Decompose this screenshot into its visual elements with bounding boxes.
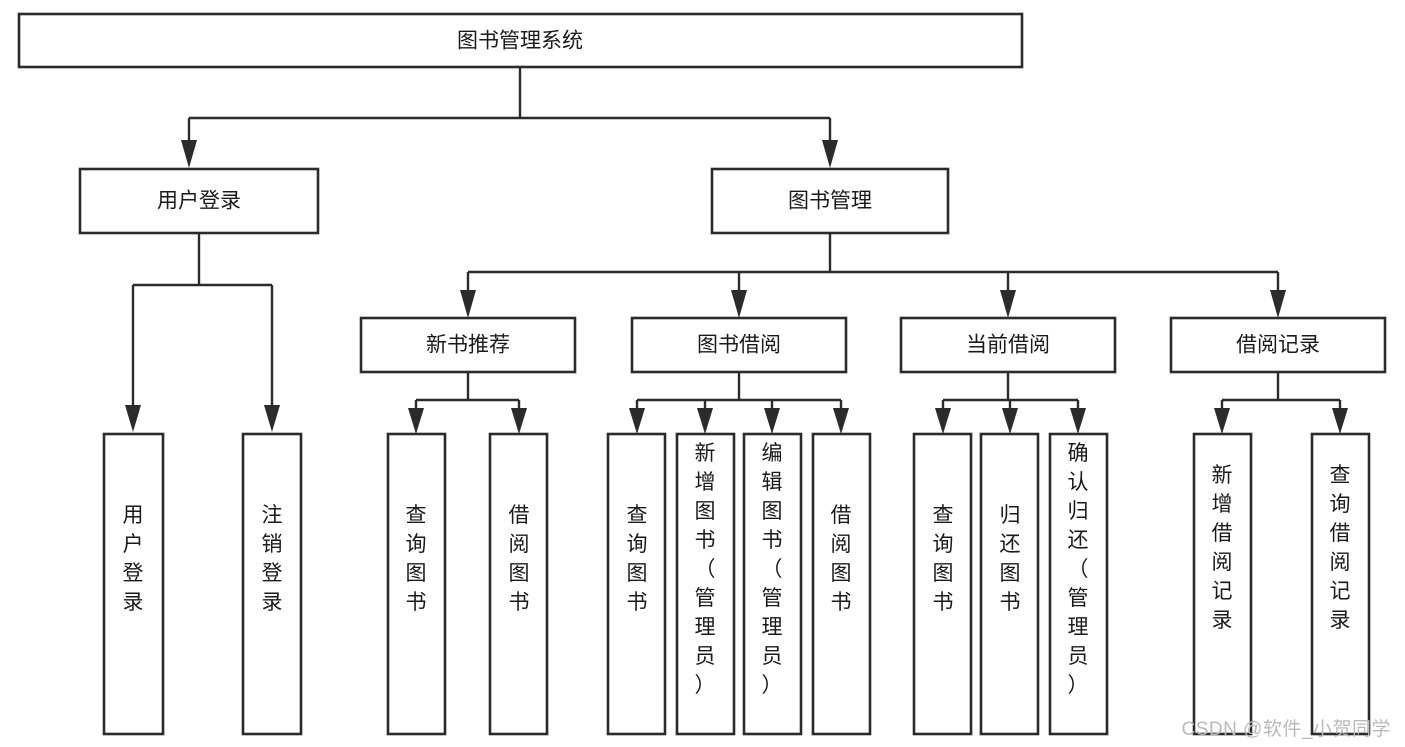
node-leaf-borrow-book-1[interactable]: 借阅图书 — [488, 432, 549, 736]
node-leaf-query-book-3-box[interactable] — [912, 432, 973, 736]
node-user-login-box[interactable] — [78, 167, 320, 235]
arrow-to-new-book-recommend — [460, 290, 476, 318]
node-leaf-add-record-label: 新增借阅记录 — [1212, 464, 1233, 632]
node-leaf-query-book-1-label: 查询图书 — [406, 504, 427, 614]
arrow-to-leaf-edit-book — [764, 408, 780, 434]
node-user-login-label: 用户登录 — [157, 190, 241, 213]
node-book-borrow-box[interactable] — [630, 316, 848, 374]
arrow-to-user-login — [181, 140, 197, 168]
node-book-borrow[interactable]: 图书借阅 — [630, 316, 848, 374]
node-leaf-query-book-2-label: 查询图书 — [627, 504, 648, 614]
node-new-book-recommend-box[interactable] — [359, 316, 577, 374]
arrow-to-leaf-add-record — [1214, 408, 1230, 434]
node-leaf-logout-login[interactable]: 注销登录 — [241, 432, 303, 736]
node-book-manage-box[interactable] — [710, 167, 950, 235]
arrow-to-leaf-query-book-1 — [408, 408, 424, 434]
arrow-to-borrow-record — [1270, 290, 1286, 318]
node-leaf-add-record[interactable]: 新增借阅记录 — [1192, 432, 1253, 736]
node-new-book-recommend-label: 新书推荐 — [426, 334, 510, 357]
node-leaf-logout-login-label: 注销登录 — [262, 504, 283, 614]
arrow-to-leaf-add-book — [697, 408, 713, 434]
node-leaf-query-record-box[interactable] — [1310, 432, 1371, 736]
node-leaf-confirm-return-box[interactable] — [1048, 432, 1109, 736]
arrow-to-leaf-user-login — [125, 405, 141, 432]
arrow-to-book-manage — [822, 140, 838, 168]
node-leaf-add-book-label: 新增图书（管理员） — [695, 442, 716, 697]
node-current-borrow[interactable]: 当前借阅 — [899, 316, 1117, 374]
node-root[interactable]: 图书管理系统 — [17, 12, 1024, 69]
arrow-to-leaf-borrow-book-2 — [833, 408, 849, 434]
node-leaf-borrow-book-2-box[interactable] — [811, 432, 872, 736]
node-leaf-return-book[interactable]: 归还图书 — [979, 432, 1040, 736]
node-leaf-edit-book[interactable]: 编辑图书（管理员） — [742, 432, 803, 736]
node-leaf-borrow-book-2[interactable]: 借阅图书 — [811, 432, 872, 736]
arrow-to-current-borrow — [1000, 290, 1016, 318]
node-leaf-add-record-box[interactable] — [1192, 432, 1253, 736]
node-leaf-query-record-label: 查询借阅记录 — [1330, 464, 1351, 632]
node-leaf-user-login[interactable]: 用户登录 — [102, 432, 165, 736]
node-leaf-logout-login-box[interactable] — [241, 432, 303, 736]
node-leaf-query-book-2-box[interactable] — [606, 432, 667, 736]
node-leaf-query-book-1-box[interactable] — [386, 432, 447, 736]
node-leaf-return-book-label: 归还图书 — [1000, 504, 1021, 614]
arrow-to-leaf-logout-login — [264, 405, 280, 432]
node-leaf-query-book-3-label: 查询图书 — [933, 504, 954, 614]
node-leaf-borrow-book-1-box[interactable] — [488, 432, 549, 736]
node-leaf-confirm-return[interactable]: 确认归还（管理员） — [1048, 432, 1109, 736]
node-root-box[interactable] — [17, 12, 1024, 69]
node-book-manage[interactable]: 图书管理 — [710, 167, 950, 235]
arrow-to-leaf-borrow-book-1 — [511, 408, 527, 434]
node-leaf-user-login-box[interactable] — [102, 432, 165, 736]
node-borrow-record[interactable]: 借阅记录 — [1169, 316, 1387, 374]
node-leaf-confirm-return-label: 确认归还（管理员） — [1068, 442, 1089, 697]
connector-layer — [125, 67, 1348, 434]
node-current-borrow-label: 当前借阅 — [966, 334, 1050, 357]
node-leaf-borrow-book-2-label: 借阅图书 — [831, 504, 852, 614]
node-leaf-query-book-1[interactable]: 查询图书 — [386, 432, 447, 736]
node-leaf-add-book[interactable]: 新增图书（管理员） — [675, 432, 736, 736]
arrow-to-leaf-query-record — [1332, 408, 1348, 434]
arrow-to-leaf-query-book-3 — [935, 408, 951, 434]
node-root-label: 图书管理系统 — [457, 30, 583, 53]
node-borrow-record-label: 借阅记录 — [1236, 334, 1320, 357]
arrow-to-book-borrow — [731, 290, 747, 318]
node-current-borrow-box[interactable] — [899, 316, 1117, 374]
arrow-to-leaf-query-book-2 — [629, 408, 645, 434]
arrow-to-leaf-confirm-return — [1070, 408, 1086, 434]
node-leaf-query-book-2[interactable]: 查询图书 — [606, 432, 667, 736]
node-user-login[interactable]: 用户登录 — [78, 167, 320, 235]
node-leaf-edit-book-label: 编辑图书（管理员） — [762, 442, 783, 697]
node-leaf-query-record[interactable]: 查询借阅记录 — [1310, 432, 1371, 736]
node-leaf-return-book-box[interactable] — [979, 432, 1040, 736]
node-book-borrow-label: 图书借阅 — [697, 334, 781, 357]
node-leaf-borrow-book-1-label: 借阅图书 — [509, 504, 530, 614]
node-leaf-query-book-3[interactable]: 查询图书 — [912, 432, 973, 736]
node-book-manage-label: 图书管理 — [788, 190, 872, 213]
node-leaf-user-login-label: 用户登录 — [123, 504, 144, 614]
csdn-watermark: CSDN @软件_小贺同学 — [1181, 719, 1391, 740]
node-borrow-record-box[interactable] — [1169, 316, 1387, 374]
arrow-to-leaf-return-book — [1002, 408, 1018, 434]
node-new-book-recommend[interactable]: 新书推荐 — [359, 316, 577, 374]
node-leaf-edit-book-box[interactable] — [742, 432, 803, 736]
node-leaf-add-book-box[interactable] — [675, 432, 736, 736]
